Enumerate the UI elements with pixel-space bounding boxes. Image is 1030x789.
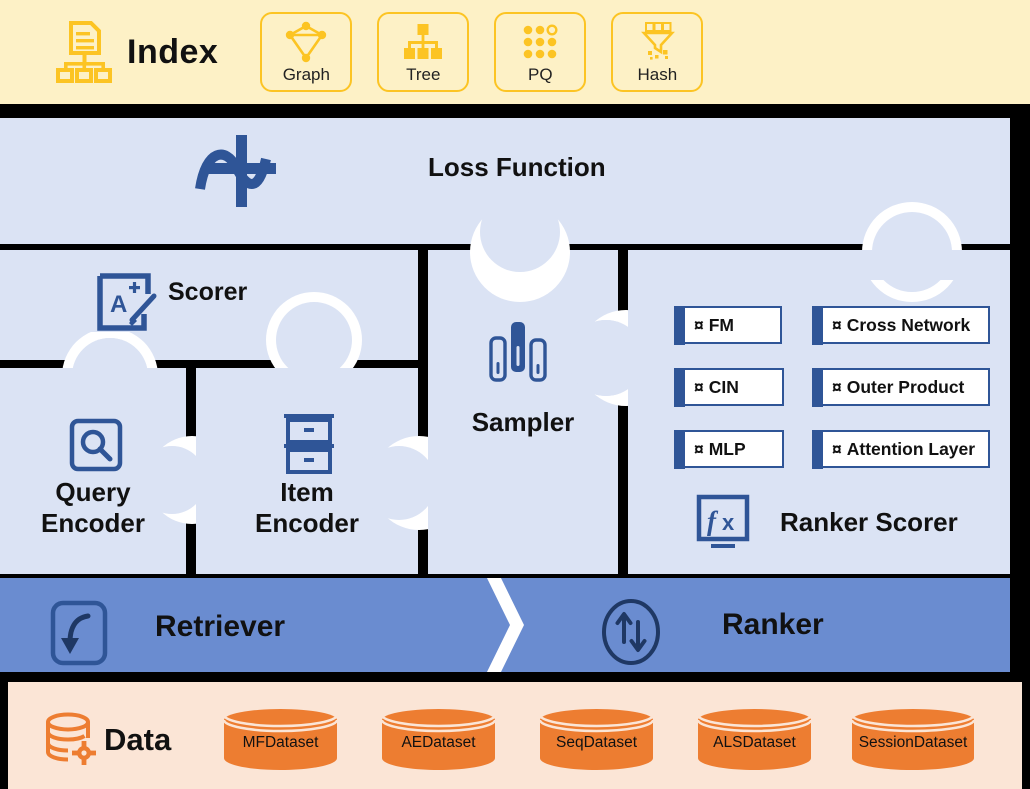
loss-function-title: Loss Function <box>428 152 606 182</box>
database-gear-icon <box>44 712 100 772</box>
dataset-label: MFDataset <box>242 734 319 751</box>
svg-text:f: f <box>707 506 719 536</box>
puzzle-section: A Scorer Query <box>0 192 1030 574</box>
algo-box-cin[interactable]: ¤CIN <box>673 367 784 407</box>
algo-label: CIN <box>708 376 739 397</box>
piece-label-item-encoder-line1: Item <box>280 477 334 507</box>
algo-label: MLP <box>708 438 746 459</box>
algo-bullet: ¤ <box>832 438 842 459</box>
puzzle-notch-sampler-top-fill <box>480 192 560 272</box>
algo-accent-bar <box>673 429 685 469</box>
pq-dot-grid-icon <box>518 20 562 64</box>
algo-bullet: ¤ <box>832 314 842 335</box>
bar-chart-sampler-icon <box>487 318 549 382</box>
algo-label: Attention Layer <box>846 438 976 459</box>
tree-hierarchy-icon <box>401 20 445 64</box>
data-title: Data <box>104 722 172 757</box>
grade-a-plus-icon: A <box>96 272 158 334</box>
index-card-list: Graph <box>260 12 704 92</box>
dataset-cylinder[interactable]: MFDataset <box>222 706 339 772</box>
algo-box-fm[interactable]: ¤FM <box>673 305 782 345</box>
puzzle-notch-item-right-fill <box>362 446 436 520</box>
storage-boxes-icon <box>282 410 336 478</box>
index-card-tree[interactable]: Tree <box>377 12 470 92</box>
puzzle-tab-item-top <box>276 302 352 378</box>
piece-label-item-encoder-line2: Encoder <box>254 508 360 538</box>
algo-accent-bar <box>673 305 685 345</box>
index-card-label: PQ <box>528 65 553 84</box>
dataset-cylinder[interactable]: ALSDataset <box>696 706 813 772</box>
index-title: Index <box>127 32 219 71</box>
index-card-pq[interactable]: PQ <box>494 12 587 92</box>
dataset-cylinder[interactable]: SeqDataset <box>538 706 655 772</box>
algo-accent-bar <box>811 429 823 469</box>
index-header: Index <box>55 21 218 83</box>
puzzle-tab-query-top <box>72 338 148 414</box>
dataset-label: AEDataset <box>401 734 476 751</box>
dataset-label: SeqDataset <box>556 734 637 751</box>
dataset-label: ALSDataset <box>713 734 796 751</box>
index-section: Index <box>0 0 1030 104</box>
piece-label-ranker-scorer: Ranker Scorer <box>780 507 958 537</box>
algo-accent-bar <box>811 367 823 407</box>
algo-bullet: ¤ <box>832 376 842 397</box>
index-card-label: Graph <box>282 65 330 84</box>
dataset-cylinder[interactable]: AEDataset <box>380 706 497 772</box>
algo-label: Cross Network <box>846 314 971 335</box>
dataset-cylinder[interactable]: SessionDataset <box>850 706 976 772</box>
fx-formula-icon: f x <box>694 494 756 556</box>
up-down-arrows-circle-icon <box>600 598 662 666</box>
piece-label-scorer: Scorer <box>168 278 248 306</box>
algo-label: FM <box>708 314 735 335</box>
band-label-ranker: Ranker <box>722 608 824 641</box>
algo-bullet: ¤ <box>694 314 704 335</box>
piece-sampler[interactable] <box>428 250 618 574</box>
search-box-icon <box>69 418 123 472</box>
algo-bullet: ¤ <box>694 438 704 459</box>
puzzle-tab-ranker-left <box>568 320 644 396</box>
curved-arrow-down-icon <box>50 600 108 666</box>
band-label-retriever: Retriever <box>155 610 286 643</box>
algo-box-attention-layer[interactable]: ¤Attention Layer <box>811 429 990 469</box>
index-card-graph[interactable]: Graph <box>260 12 353 92</box>
puzzle-notch-query-right-fill <box>138 446 206 514</box>
dataset-label: SessionDataset <box>858 734 968 751</box>
band-chevron-separator <box>476 578 528 672</box>
svg-text:A: A <box>110 291 127 318</box>
function-curve-plus-icon <box>192 133 296 209</box>
index-document-tree-icon <box>55 21 113 83</box>
piece-ranker-algos[interactable] <box>628 250 1010 574</box>
graph-nodes-icon <box>284 20 328 64</box>
hash-funnel-icon <box>635 20 679 64</box>
index-card-label: Tree <box>406 65 441 84</box>
algo-label: Outer Product <box>846 376 965 397</box>
algo-box-mlp[interactable]: ¤MLP <box>673 429 784 469</box>
algo-box-cross-network[interactable]: ¤Cross Network <box>811 305 990 345</box>
algo-box-outer-product[interactable]: ¤Outer Product <box>811 367 990 407</box>
piece-label-sampler: Sampler <box>471 407 575 437</box>
piece-label-query-encoder-line2: Encoder <box>40 508 146 538</box>
algo-accent-bar <box>811 305 823 345</box>
piece-item-top-bridge <box>196 368 418 408</box>
algo-accent-bar <box>673 367 685 407</box>
piece-label-query-encoder-line1: Query <box>55 477 131 507</box>
index-card-label: Hash <box>637 65 678 84</box>
piece-ranker-top-bridge <box>628 250 1010 280</box>
index-card-hash[interactable]: Hash <box>611 12 704 92</box>
algo-bullet: ¤ <box>694 376 704 397</box>
svg-text:x: x <box>722 510 735 535</box>
